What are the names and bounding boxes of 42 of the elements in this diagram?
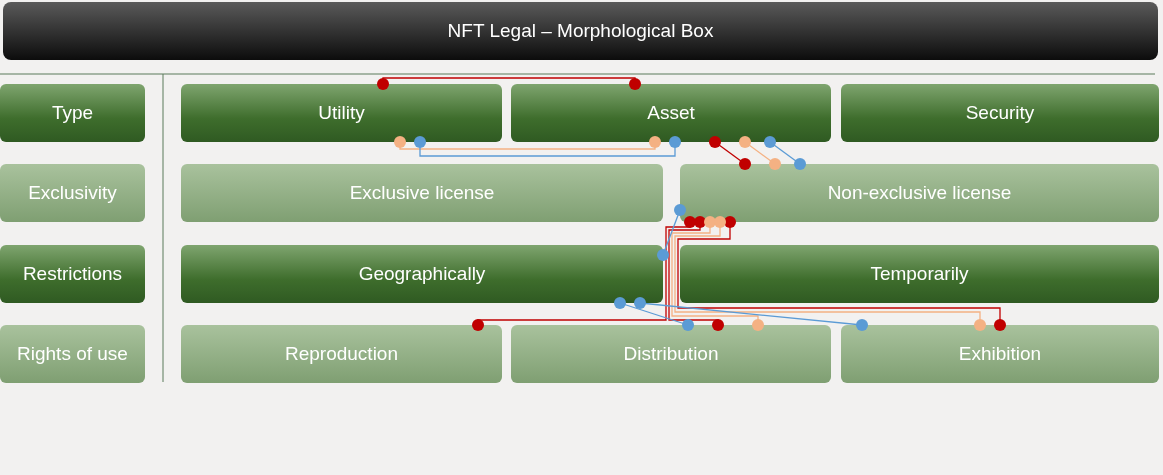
option-label: Exclusive license <box>349 182 495 204</box>
option-box <box>511 325 831 383</box>
connector-line <box>394 136 661 150</box>
option-label: Exhibition <box>958 343 1042 365</box>
connector-line <box>739 136 781 170</box>
option-box <box>511 84 831 142</box>
connector-line <box>634 297 868 331</box>
row-header <box>0 325 145 383</box>
connector-line <box>668 216 724 331</box>
option-box <box>181 325 502 383</box>
connector-line <box>377 77 641 90</box>
option-box <box>181 84 502 142</box>
option-label: Security <box>965 102 1035 124</box>
option-label: Temporarily <box>870 263 969 285</box>
row-header <box>0 164 145 222</box>
option-label: Geographically <box>358 263 486 285</box>
title-bar <box>3 2 1158 60</box>
connector-line <box>671 216 764 331</box>
option-label: Reproduction <box>285 343 398 365</box>
header-label: Type <box>51 102 94 124</box>
option-box <box>841 84 1159 142</box>
option-label: Non-exclusive license <box>827 182 1012 204</box>
connector-line <box>414 136 681 157</box>
row-header <box>0 245 145 303</box>
connector-line <box>709 136 751 170</box>
connector-line <box>657 204 686 261</box>
option-label: Utility <box>318 102 365 124</box>
option-box <box>181 164 663 222</box>
connector-line <box>472 216 696 331</box>
header-label: Restrictions <box>22 263 123 285</box>
title-text: NFT Legal – Morphological Box <box>447 20 714 42</box>
option-box <box>181 245 663 303</box>
connector-line <box>614 297 694 331</box>
option-label: Asset <box>647 102 695 124</box>
header-label: Rights of use <box>17 343 128 365</box>
header-label: Exclusivity <box>28 182 117 204</box>
option-label: Distribution <box>623 343 719 365</box>
option-box <box>680 164 1159 222</box>
connector-line <box>764 136 806 170</box>
option-box <box>680 245 1159 303</box>
row-header <box>0 84 145 142</box>
option-box <box>841 325 1159 383</box>
